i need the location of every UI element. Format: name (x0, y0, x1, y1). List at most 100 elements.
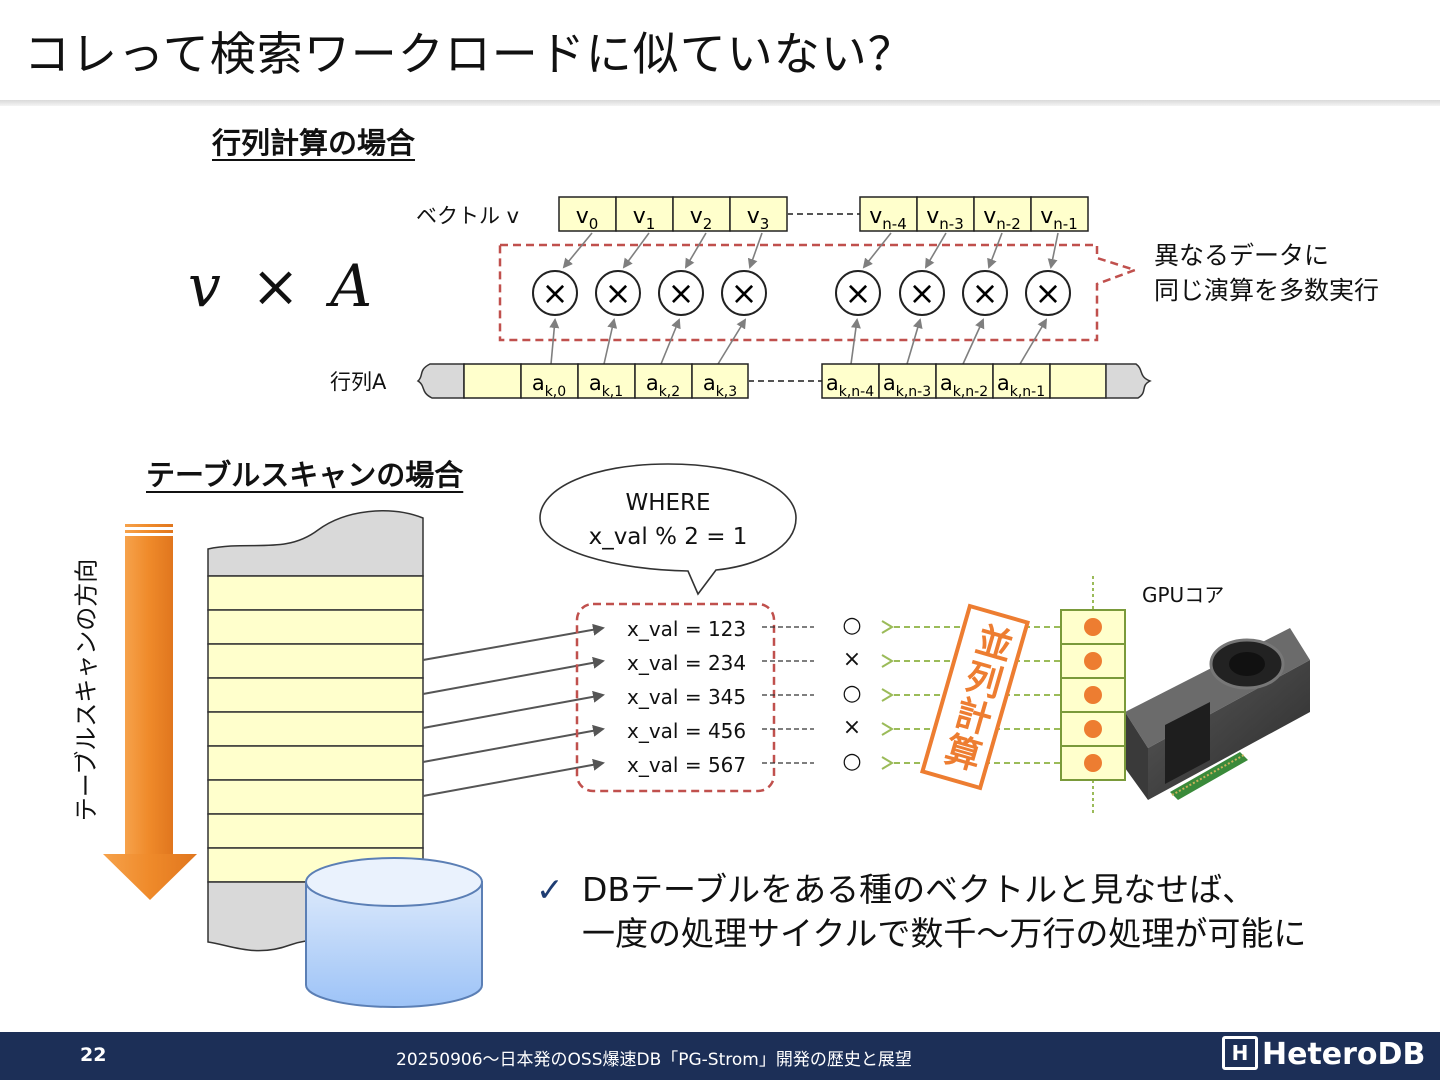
vector-cell-label: vn-2 (983, 204, 1021, 233)
gpu-core-dot (1084, 652, 1102, 670)
parallel-label: 並列計算 (934, 618, 1017, 776)
gpu-core (1060, 711, 1126, 747)
table-row (207, 609, 424, 645)
table-row (207, 643, 424, 679)
matrix-label: 行列A (330, 370, 387, 394)
formula-a: A (330, 252, 373, 320)
arrow (422, 690, 605, 729)
matrix-cell (691, 363, 749, 399)
multiply-symbol: × (1035, 274, 1062, 312)
multiply-circle (595, 270, 641, 316)
vector-cell-label: vn-3 (926, 204, 964, 233)
vector-cell-label: v1 (633, 204, 656, 233)
footer-bar: 22 20250906～日本発のOSS爆速DB「PG-Strom」開発の歴史と展… (0, 1032, 1440, 1080)
multiply-circle (658, 270, 704, 316)
callout-line-1: 異なるデータに (1154, 241, 1330, 270)
gpu-core-dot (1084, 618, 1102, 636)
matrix-cell-label: ak,n-3 (883, 371, 931, 400)
row-text: x_val = 567 (627, 753, 747, 777)
multiply-symbol: × (731, 274, 758, 312)
formula-op: × (251, 252, 300, 320)
arrow (747, 232, 763, 269)
multiply-symbol: × (909, 274, 936, 312)
row-result: ○ (842, 613, 862, 638)
row-text: x_val = 234 (627, 651, 747, 675)
multiply-symbol: × (605, 274, 632, 312)
bullet-text: DBテーブルをある種のベクトルと見なせば、 一度の処理サイクルで数千～万行の処理… (582, 868, 1306, 956)
matrix-cell (935, 363, 994, 399)
multiply-circle (899, 270, 945, 316)
table-scroll (207, 510, 424, 952)
gpu-core-dot (1084, 754, 1102, 772)
matrix-cell (634, 363, 693, 399)
scan-heading: テーブルスキャンの場合 (146, 458, 464, 492)
matrix-cell (463, 363, 522, 399)
vector-cell (859, 196, 918, 232)
result-list: ○ × ○ × ○ (834, 609, 870, 779)
gpu-core (1060, 643, 1126, 679)
row-result: × (842, 647, 862, 672)
vector-cell (1030, 196, 1089, 232)
matrix-cell-label: ak,0 (532, 371, 566, 400)
arrow (1019, 318, 1048, 365)
gpu-card-icon (1125, 628, 1310, 800)
callout-note: 異なるデータに 同じ演算を多数実行 (1154, 238, 1379, 308)
slide-title: コレって検索ワークロードに似ていない？ (24, 27, 915, 81)
callout-line-2: 同じ演算を多数実行 (1154, 276, 1380, 305)
row-text: x_val = 456 (627, 719, 747, 743)
vector-cell (615, 196, 674, 232)
matrix-cell (878, 363, 937, 399)
gpu-core-dot (1084, 720, 1102, 738)
vector-cell (729, 196, 788, 232)
table-row (207, 677, 424, 713)
arrow (660, 318, 681, 365)
scan-direction-label: テーブルスキャンの方向 (72, 558, 101, 822)
gpu-core (1060, 745, 1126, 781)
formula-v: v (188, 252, 221, 320)
row-arrows (422, 623, 605, 797)
row-list: x_val = 123 x_val = 234 x_val = 345 x_va… (627, 612, 746, 782)
multiply-row: ×××××××× (532, 270, 1071, 316)
row-text: x_val = 345 (627, 685, 747, 709)
table-row (207, 575, 424, 611)
vector-label: ベクトル v (416, 204, 520, 228)
title-divider (0, 100, 1440, 106)
matrix-torn-left (416, 363, 465, 399)
multiply-symbol: × (668, 274, 695, 312)
row-result: ○ (842, 681, 862, 706)
footer-text: 20250906～日本発のOSS爆速DB「PG-Strom」開発の歴史と展望 (396, 1050, 912, 1070)
formula: v × A (188, 252, 372, 320)
table-row (207, 847, 424, 883)
gpu-core (1060, 677, 1126, 713)
arrow (962, 318, 985, 365)
scan-direction-arrow (103, 524, 197, 900)
gpu-core-dot (1084, 686, 1102, 704)
arrow (850, 318, 861, 365)
matrix-cell-label: ak,1 (589, 371, 623, 400)
table-row (207, 779, 424, 815)
row-result: ○ (842, 749, 862, 774)
matrix-cell (821, 363, 880, 399)
multiply-circle (835, 270, 881, 316)
arrow (1047, 232, 1059, 269)
arrow (924, 232, 947, 269)
arrow (603, 318, 618, 365)
page-number: 22 (80, 1044, 107, 1066)
bubble-text: WHERE x_val % 2 = 1 (568, 486, 768, 554)
check-icon: ✓ (536, 870, 564, 909)
callout-box (498, 243, 1139, 342)
matrix-cell (577, 363, 636, 399)
logo-text: HeteroDB (1262, 1037, 1426, 1072)
bubble-line-2: x_val % 2 = 1 (588, 524, 748, 550)
multiply-circle (962, 270, 1008, 316)
vector-cell-label: v3 (747, 204, 770, 233)
multiply-symbol: × (845, 274, 872, 312)
vector-cell-label: vn-1 (1040, 204, 1078, 233)
vector-cell (973, 196, 1032, 232)
arrow (422, 623, 605, 661)
arrow (422, 724, 605, 763)
matrix-heading: 行列計算の場合 (212, 126, 416, 160)
